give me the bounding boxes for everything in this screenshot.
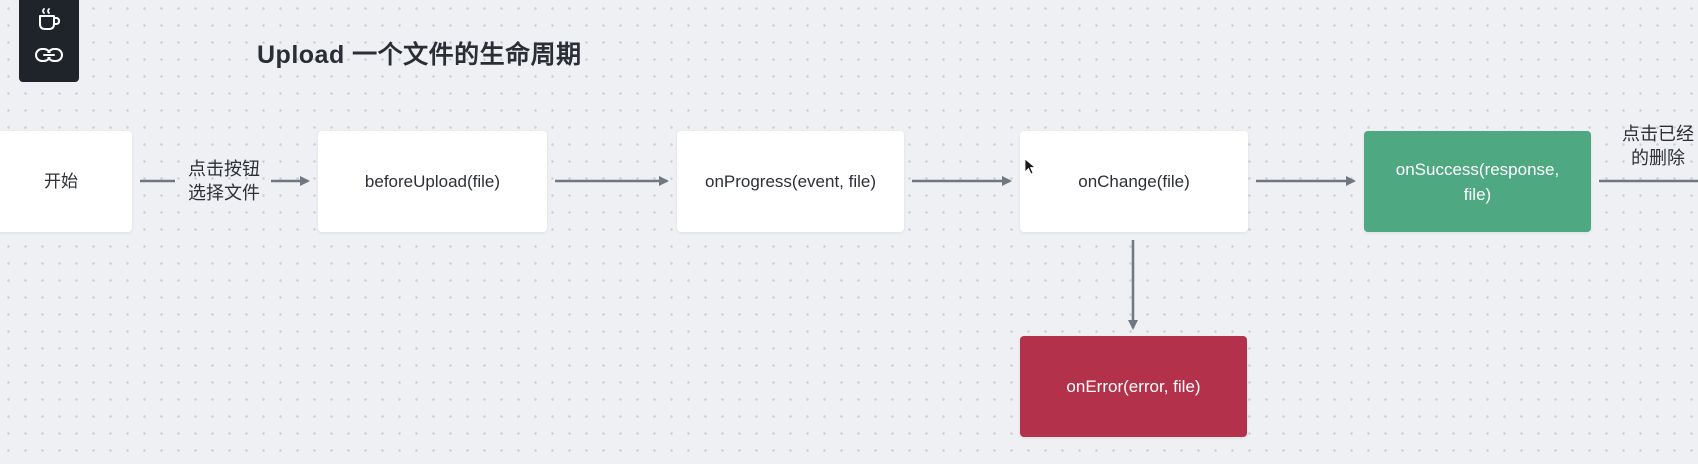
node-on-change[interactable]: onChange(file) [1020, 131, 1248, 232]
node-on-error[interactable]: onError(error, file) [1020, 336, 1247, 437]
node-on-success-label: onSuccess(response, file) [1395, 159, 1560, 204]
node-on-success[interactable]: onSuccess(response, file) [1364, 131, 1591, 232]
node-on-change-label: onChange(file) [1078, 172, 1190, 191]
edge-label-select-file: 点击按钮 选择文件 [188, 159, 260, 203]
mouse-cursor-icon [1024, 158, 1036, 175]
coffee-cup-icon[interactable] [33, 6, 65, 34]
node-start[interactable]: 开始 [0, 131, 132, 232]
edge-label-click-delete: 点击已经 的删除 [1622, 124, 1694, 168]
node-on-error-label: onError(error, file) [1066, 377, 1201, 396]
diagram-title: Upload 一个文件的生命周期 [257, 41, 582, 69]
link-icon[interactable] [33, 41, 65, 69]
node-before-upload[interactable]: beforeUpload(file) [318, 131, 547, 232]
node-on-progress-label: onProgress(event, file) [704, 172, 877, 191]
floating-toolbar [19, 0, 79, 82]
node-start-label: 开始 [44, 172, 78, 191]
link-icon-glyph [35, 48, 63, 62]
node-on-progress[interactable]: onProgress(event, file) [677, 131, 904, 232]
coffee-cup-icon-glyph [39, 8, 61, 30]
node-before-upload-label: beforeUpload(file) [364, 172, 501, 191]
